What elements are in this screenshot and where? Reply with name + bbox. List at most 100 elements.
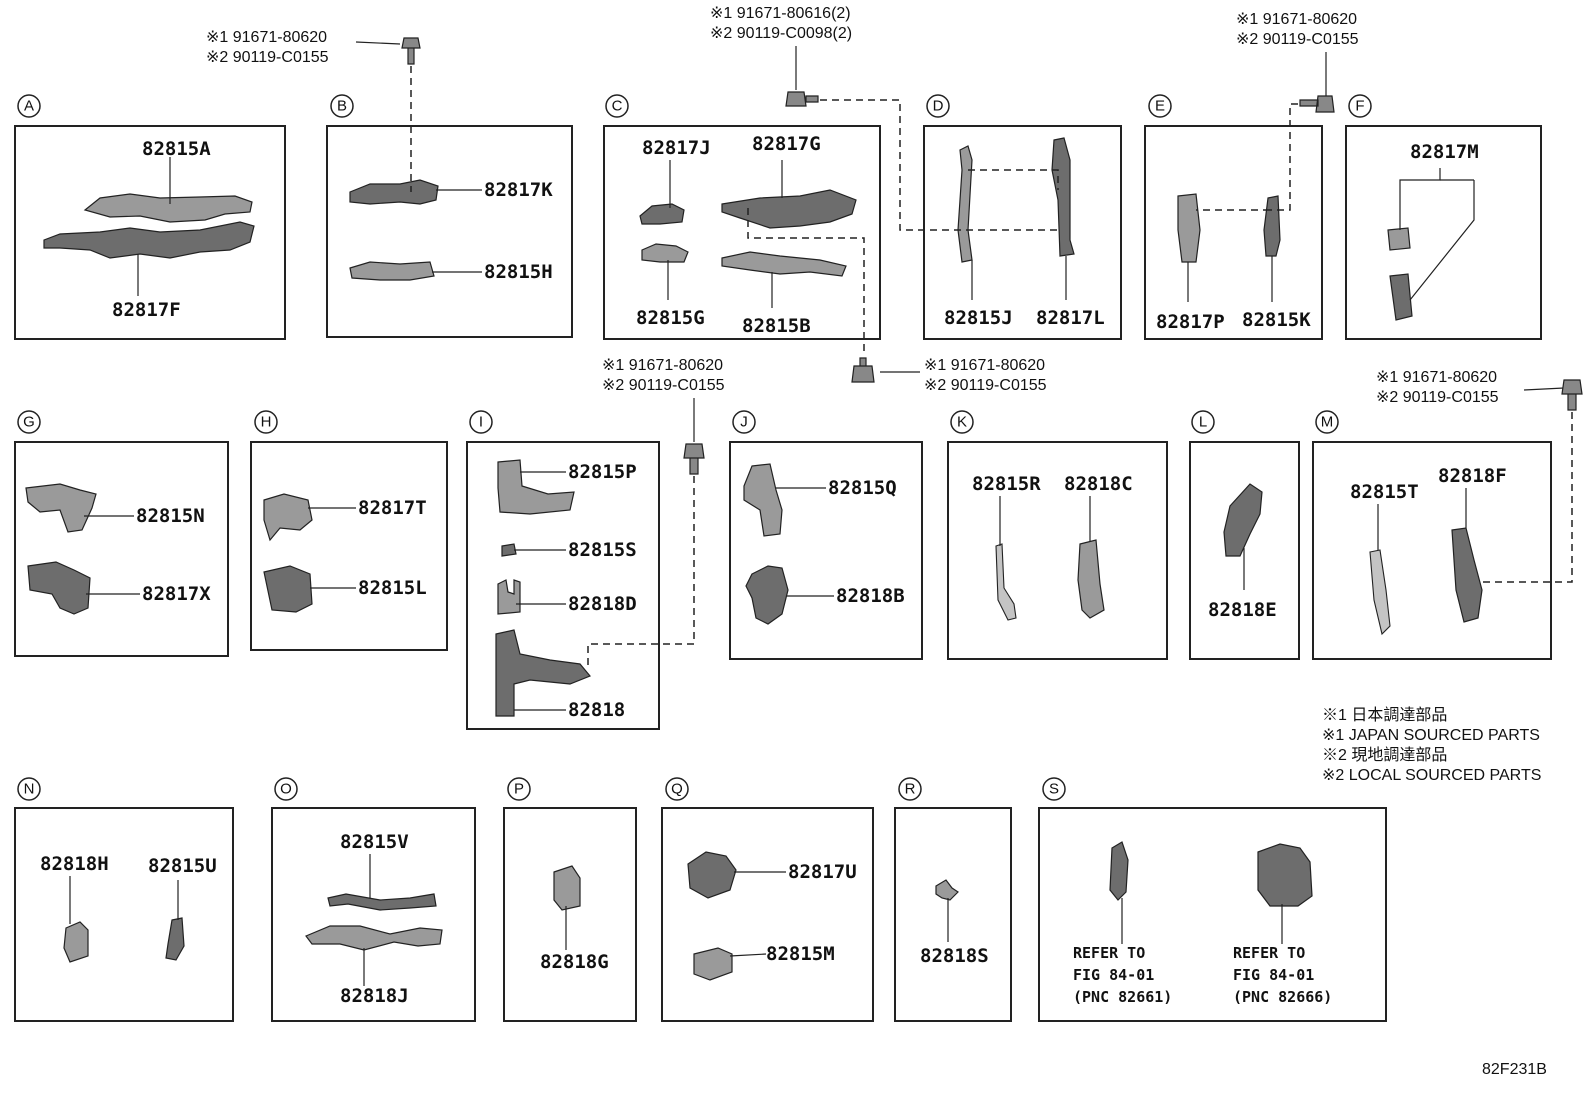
sourcing-legend: ※1 日本調達部品 ※1 JAPAN SOURCED PARTS ※2 現地調達… — [1322, 706, 1541, 784]
part-shape-82818j — [305, 925, 443, 951]
part-shape-82815m — [693, 947, 733, 981]
part-shape-82817l — [1051, 137, 1075, 257]
bolt-code-line: ※1 91671-80620 — [1236, 11, 1357, 28]
panel-s[interactable]: S REFER TO FIG 84-01 (PNC 82661) REFER T… — [1038, 777, 1387, 1022]
panel-frame — [947, 441, 1168, 660]
panel-letter-badge — [1042, 777, 1066, 801]
panel-letter-badge — [17, 410, 41, 434]
panel-c[interactable]: C 82817J 82817G 82815G 82815B — [603, 94, 881, 340]
part-shape-82818c — [1077, 539, 1105, 619]
panel-g[interactable]: G 82815N 82817X — [14, 410, 229, 657]
part-number: 82817J — [642, 137, 711, 159]
part-shape-82817j — [639, 203, 685, 225]
bolt-code-line: ※2 90119-C0155 — [924, 377, 1047, 394]
panel-frame — [271, 807, 476, 1022]
panel-d[interactable]: D 82815J 82817L — [923, 94, 1122, 340]
part-shape-82817g — [721, 189, 857, 229]
panel-p[interactable]: P 82818G — [503, 777, 637, 1022]
panel-l[interactable]: L 82818E — [1189, 410, 1300, 660]
part-number: 82817P — [1156, 311, 1225, 333]
panel-letter: K — [957, 414, 967, 431]
panel-letter-badge — [665, 777, 689, 801]
bolt-callout-4[interactable]: ※1 91671-80620 ※2 90119-C0155 — [1196, 11, 1359, 211]
ref-text-line: (PNC 82666) — [1233, 988, 1332, 1006]
part-number: 82818C — [1064, 473, 1133, 495]
part-shape-82817t — [263, 493, 313, 542]
panel-q[interactable]: Q 82817U 82815M — [661, 777, 874, 1022]
leader-line — [1523, 387, 1565, 391]
panel-letter: I — [479, 414, 483, 431]
panel-letter-badge — [898, 777, 922, 801]
part-number: 82815B — [742, 315, 811, 337]
bolt-callout-6[interactable]: ※1 91671-80620 ※2 90119-C0155 — [1376, 369, 1583, 583]
part-shape-82818g — [553, 865, 581, 911]
part-number: 82815K — [1242, 309, 1311, 331]
part-number: 82815Q — [828, 477, 897, 499]
part-shape-82818 — [495, 629, 591, 717]
panel-n[interactable]: N 82818H 82815U — [14, 777, 234, 1022]
bolt-callout-2[interactable]: ※1 91671-80616(2) ※2 90119-C0098(2) — [710, 5, 1059, 231]
part-number: 82818S — [920, 945, 989, 967]
panel-letter: H — [261, 414, 272, 431]
part-shape-82815a — [83, 193, 253, 223]
panel-m[interactable]: M 82815T 82818F — [1312, 410, 1552, 660]
bolt-code-line: ※1 91671-80620 — [602, 357, 723, 374]
part-shape-82817m — [1387, 227, 1411, 251]
legend-line: ※2 LOCAL SOURCED PARTS — [1322, 767, 1541, 784]
panel-letter: O — [280, 781, 292, 798]
panel-letter: N — [24, 781, 35, 798]
dashed-connector — [587, 476, 695, 666]
part-shape-82815q — [743, 463, 783, 537]
panel-frame — [1038, 807, 1387, 1022]
panel-b[interactable]: B 82817K 82815H — [326, 94, 573, 338]
panel-letter-badge — [732, 410, 756, 434]
panel-h[interactable]: H 82817T 82815L — [250, 410, 448, 651]
bolt-icon — [851, 357, 875, 383]
bolt-code-line: ※2 90119-C0155 — [602, 377, 725, 394]
panel-letter: E — [1155, 98, 1165, 115]
leader-line — [729, 953, 767, 957]
part-number: 82815A — [142, 138, 211, 160]
bolt-callout-3[interactable]: ※1 91671-80620 ※2 90119-C0155 — [747, 208, 1047, 394]
dashed-connector — [820, 99, 1058, 231]
bolt-code-line: ※2 90119-C0155 — [206, 49, 329, 66]
dashed-connector — [1478, 412, 1573, 583]
panel-f[interactable]: F 82817M — [1345, 94, 1542, 340]
bolt-code-line: ※2 90119-C0155 — [1236, 31, 1359, 48]
ref-text-line: (PNC 82661) — [1073, 988, 1172, 1006]
part-shape-82817m-alt — [1389, 273, 1413, 321]
dashed-connector — [968, 169, 1059, 190]
panel-letter-badge — [254, 410, 278, 434]
panel-letter: P — [514, 781, 524, 798]
part-shape-82815s — [501, 543, 517, 557]
part-number: 82817F — [112, 299, 181, 321]
panel-frame — [14, 441, 229, 657]
panel-r[interactable]: R 82818S — [894, 777, 1012, 1022]
part-number: 82818B — [836, 585, 905, 607]
panel-o[interactable]: O 82815V 82818J — [271, 777, 476, 1022]
panel-letter-badge — [17, 94, 41, 118]
panel-k[interactable]: K 82815R 82818C — [947, 410, 1168, 660]
panel-frame — [1345, 125, 1542, 340]
part-shape-82815u — [165, 917, 185, 961]
part-number: 82817K — [484, 179, 553, 201]
part-number: 82815N — [136, 505, 205, 527]
part-shape-82817f — [43, 221, 255, 259]
bolt-callout-1[interactable]: ※1 91671-80620 ※2 90119-C0155 — [206, 29, 421, 192]
ref-text-line: REFER TO — [1233, 944, 1305, 962]
panel-e[interactable]: E 82817P 82815K — [1144, 94, 1323, 340]
part-shape-82815r — [995, 543, 1017, 621]
panel-a[interactable]: A 82815A 82817F — [14, 94, 286, 340]
bolt-code-line: ※1 91671-80620 — [924, 357, 1045, 374]
part-number: 82815L — [358, 577, 427, 599]
panel-j[interactable]: J 82815Q 82818B — [729, 410, 923, 660]
leader-line — [1399, 168, 1441, 230]
panel-i[interactable]: I 82815P 82815S 82818D 82818 — [466, 410, 660, 730]
leader-line — [1409, 180, 1475, 301]
part-shape-82815n — [25, 483, 97, 533]
panel-frame — [1144, 125, 1323, 340]
part-shape-82815k — [1263, 195, 1281, 257]
part-number: 82817U — [788, 861, 857, 883]
part-number: 82818G — [540, 951, 609, 973]
bolt-callout-5[interactable]: ※1 91671-80620 ※2 90119-C0155 — [587, 357, 725, 666]
